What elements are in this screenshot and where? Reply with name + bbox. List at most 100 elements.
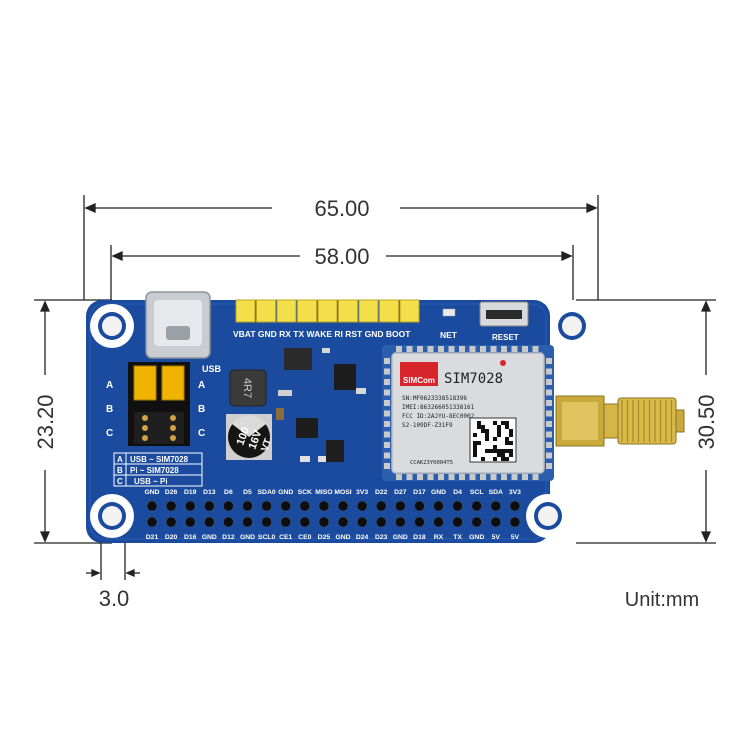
mounting-hole-bottom-left	[90, 494, 134, 538]
gpio-pin-hole	[490, 516, 502, 528]
gpio-pin-hole	[299, 516, 311, 528]
jumper-letter-right-a: A	[198, 380, 205, 391]
qr-cell	[509, 453, 513, 457]
qr-cell	[485, 449, 489, 453]
gpio-pin-hole	[471, 516, 483, 528]
module-pad	[384, 358, 390, 364]
gpio-bottom-label: TX	[453, 534, 462, 541]
gpio-top-label: D6	[224, 489, 233, 496]
qr-cell	[501, 453, 505, 457]
qr-cell	[481, 457, 485, 461]
gpio-bottom-label: RX	[434, 534, 444, 541]
capacitor-line1: 100	[235, 426, 253, 447]
gpio-pin-hole	[375, 500, 387, 512]
qr-code	[473, 421, 513, 461]
gpio-pin-hole	[509, 516, 521, 528]
inductor: 4R7	[229, 369, 267, 407]
qr-cell	[473, 433, 477, 437]
gpio-header	[146, 500, 521, 528]
module-pads	[384, 346, 552, 480]
gpio-bottom-label: D23	[375, 534, 388, 541]
module-fcc: FCC ID:2AJYU-8EC0002	[402, 413, 475, 420]
gpio-top-label: D4	[453, 489, 462, 496]
gpio-pin-hole	[184, 500, 196, 512]
jumper-block	[128, 362, 190, 446]
qr-cell	[493, 445, 497, 449]
module-pad	[546, 421, 552, 427]
module-pad	[427, 346, 434, 352]
jumper-letter-left-c: C	[106, 428, 113, 439]
qr-cell	[501, 421, 505, 425]
module-pad	[546, 368, 552, 375]
mode-key-a: A	[117, 455, 123, 464]
top-header-pin	[317, 299, 338, 323]
mode-value-c: USB ~ Pi	[134, 477, 168, 486]
module-pad	[511, 474, 518, 480]
module-pad	[384, 368, 390, 375]
qr-cell	[489, 449, 493, 453]
gpio-pin-hole	[165, 516, 177, 528]
module-pad	[448, 474, 455, 480]
module-pad	[438, 474, 444, 480]
gpio-bottom-label: D25	[318, 534, 331, 541]
net-led	[442, 308, 456, 317]
qr-cell	[505, 441, 509, 445]
reset-button	[479, 301, 529, 327]
module-pad	[532, 346, 539, 352]
top-header-pin	[379, 299, 399, 323]
gpio-bottom-label: D21	[146, 534, 159, 541]
jumper-letter-left-a: A	[106, 380, 113, 391]
module-pad	[546, 358, 552, 364]
module-pad	[384, 389, 390, 396]
qr-cell	[509, 433, 513, 437]
dimension-width-total	[83, 195, 599, 300]
mode-key-c: C	[117, 477, 123, 486]
module-pad	[469, 474, 476, 480]
gpio-top-label: D22	[375, 489, 388, 496]
net-label: NET	[440, 330, 458, 340]
qr-cell	[493, 437, 497, 441]
jumper-letter-right-b: B	[198, 404, 205, 415]
module-pad	[490, 346, 497, 352]
qr-cell	[477, 425, 481, 429]
gpio-top-label: GND	[278, 489, 293, 496]
module-brand: SIMCom	[403, 376, 435, 385]
top-header-pin	[338, 299, 358, 323]
module-pad	[546, 379, 552, 385]
qr-cell	[493, 457, 497, 461]
module-pad	[406, 474, 413, 480]
gpio-top-label: 3V3	[509, 489, 521, 496]
gpio-top-label: MISO	[315, 489, 332, 496]
qr-cell	[505, 425, 509, 429]
qr-cell	[497, 429, 501, 433]
gpio-pin-hole	[356, 500, 368, 512]
module-pad	[384, 421, 390, 427]
module-pad	[546, 452, 552, 459]
module-pad	[480, 346, 486, 352]
top-header-pin	[235, 299, 256, 323]
qr-cell	[493, 421, 497, 425]
module-pad	[417, 346, 423, 352]
module-pad	[501, 474, 507, 480]
qr-cell	[473, 445, 477, 449]
gpio-bottom-label: 5V	[511, 534, 520, 541]
qr-cell	[505, 449, 509, 453]
top-header-pin	[358, 299, 379, 323]
gpio-bottom-label: CE1	[279, 534, 292, 541]
sma-antenna-connector	[555, 395, 685, 447]
module-pad	[459, 346, 465, 352]
gpio-top-label: GND	[144, 489, 159, 496]
qr-cell	[497, 449, 501, 453]
module-pad	[546, 389, 552, 396]
gpio-pin-hole	[356, 516, 368, 528]
qr-cell	[509, 449, 513, 453]
module-pad	[546, 431, 552, 438]
gpio-pin-hole	[413, 500, 426, 512]
gpio-pin-hole	[241, 516, 254, 528]
qr-cell	[505, 421, 509, 425]
gpio-pin-hole	[394, 500, 406, 512]
mode-value-a: USB ~ SIM7028	[130, 455, 189, 464]
mounting-hole-top-left	[90, 304, 134, 348]
dimension-height-holes	[34, 299, 112, 544]
module-pad	[459, 474, 465, 480]
